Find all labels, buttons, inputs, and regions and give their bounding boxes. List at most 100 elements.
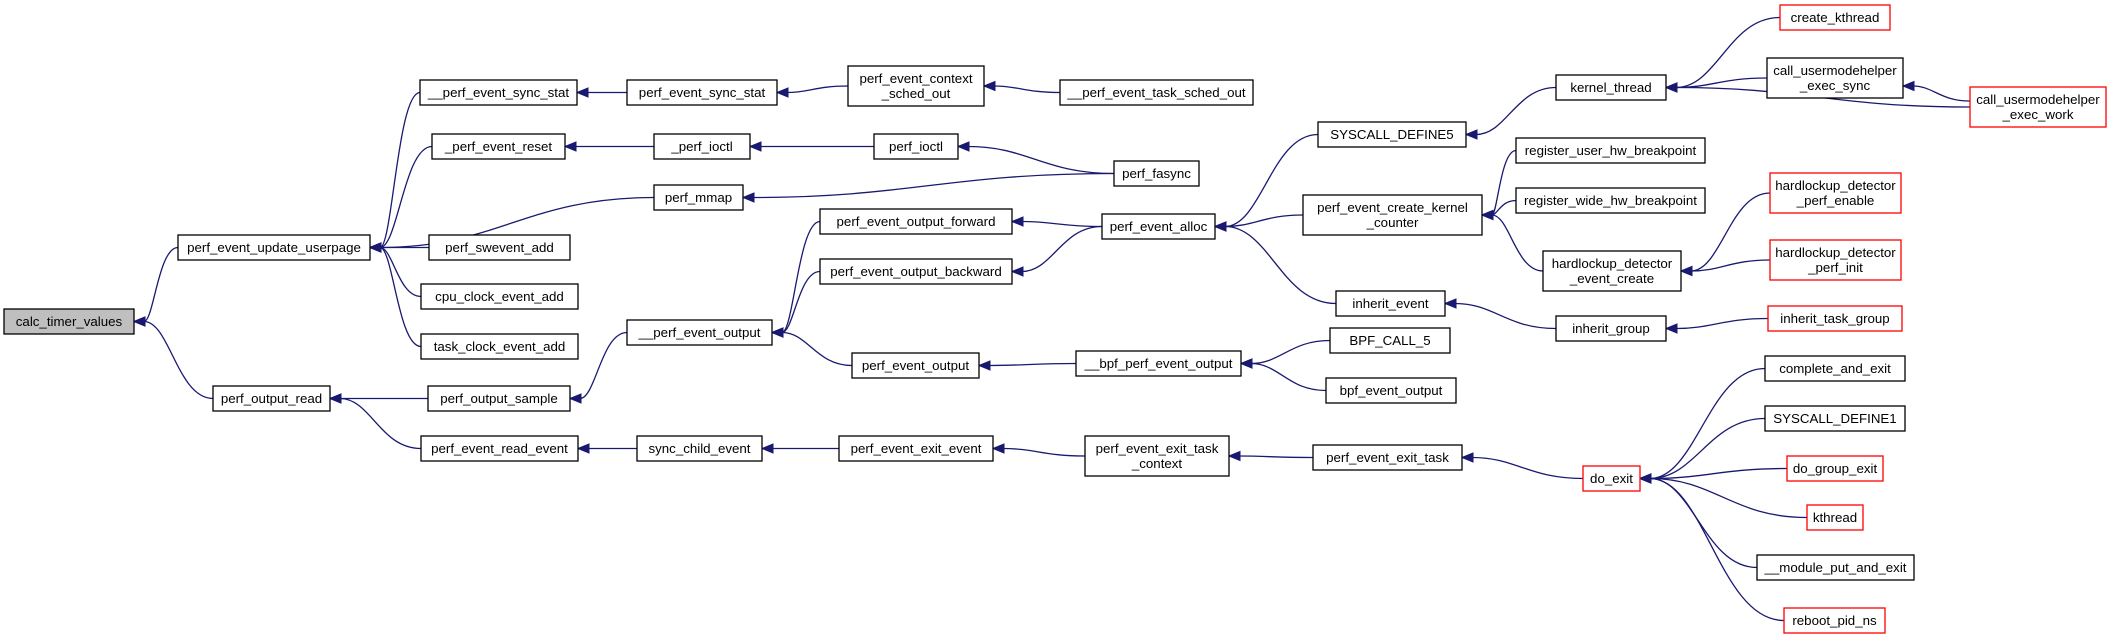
node-box[interactable] (847, 65, 985, 107)
node-perf-event-alloc[interactable]: perf_event_alloc (1101, 213, 1216, 240)
node-register-wide-hw-breakpoint[interactable]: register_wide_hw_breakpoint (1515, 187, 1706, 214)
node-perf-ioctl[interactable]: perf_ioctl (873, 133, 959, 160)
node-perf-event-sync-stat[interactable]: __perf_event_sync_stat (419, 79, 578, 106)
node-perf-event-context-sched-out[interactable]: perf_event_context_sched_out (847, 65, 985, 107)
node-box[interactable] (1084, 435, 1230, 477)
node-perf-event-create-kernel-counter[interactable]: perf_event_create_kernel_counter (1302, 194, 1483, 236)
node-box[interactable] (1515, 187, 1706, 214)
node-box[interactable] (1059, 79, 1254, 106)
node-box[interactable] (1756, 554, 1915, 581)
node-perf-event-reset[interactable]: _perf_event_reset (431, 133, 566, 160)
node-box[interactable] (851, 352, 980, 379)
node-perf-event-sync-stat[interactable]: perf_event_sync_stat (626, 79, 778, 106)
node-create-kthread[interactable]: create_kthread (1779, 4, 1891, 31)
node-perf-mmap[interactable]: perf_mmap (653, 184, 744, 211)
node-box[interactable] (1806, 504, 1864, 531)
node-box[interactable] (1113, 160, 1200, 187)
node-box[interactable] (1317, 121, 1467, 148)
node-box[interactable] (1325, 377, 1457, 404)
node-box[interactable] (1329, 327, 1451, 354)
node-box[interactable] (1555, 74, 1667, 101)
node-box[interactable] (1769, 172, 1902, 214)
node-box[interactable] (626, 79, 778, 106)
node-reboot-pid-ns[interactable]: reboot_pid_ns (1783, 607, 1886, 634)
node-box[interactable] (431, 133, 566, 160)
node-box[interactable] (1786, 455, 1884, 482)
node-complete-and-exit[interactable]: complete_and_exit (1764, 355, 1906, 382)
node-do-group-exit[interactable]: do_group_exit (1786, 455, 1884, 482)
node-perf-event-output-backward[interactable]: perf_event_output_backward (819, 258, 1013, 285)
node-box[interactable] (1302, 194, 1483, 236)
node-box[interactable] (1769, 239, 1902, 281)
node-box[interactable] (1783, 607, 1886, 634)
node-sync-child-event[interactable]: sync_child_event (636, 435, 763, 462)
node-perf-event-exit-event[interactable]: perf_event_exit_event (838, 435, 994, 462)
node-box[interactable] (427, 385, 571, 412)
node-box[interactable] (1969, 86, 2107, 128)
node-perf-event-read-event[interactable]: perf_event_read_event (420, 435, 579, 462)
node-hardlockup-detector-perf-enable[interactable]: hardlockup_detector_perf_enable (1769, 172, 1902, 214)
node-box[interactable] (1779, 4, 1891, 31)
node-hardlockup-detector-event-create[interactable]: hardlockup_detector_event_create (1542, 250, 1682, 292)
node-box[interactable] (1767, 305, 1903, 332)
node-box[interactable] (428, 234, 571, 261)
node-perf-event-task-sched-out[interactable]: __perf_event_task_sched_out (1059, 79, 1254, 106)
node-box[interactable] (838, 435, 994, 462)
node-box[interactable] (3, 308, 135, 335)
node-perf-event-exit-task-context[interactable]: perf_event_exit_task_context (1084, 435, 1230, 477)
node-box[interactable] (1101, 213, 1216, 240)
node-box[interactable] (212, 385, 331, 412)
node-box[interactable] (1582, 465, 1641, 492)
node-perf-fasync[interactable]: perf_fasync (1113, 160, 1200, 187)
node-box[interactable] (819, 208, 1013, 235)
node-cpu-clock-event-add[interactable]: cpu_clock_event_add (420, 283, 579, 310)
node-bpf-call-5[interactable]: BPF_CALL_5 (1329, 327, 1451, 354)
node-inherit-event[interactable]: inherit_event (1335, 290, 1446, 317)
node-box[interactable] (1764, 355, 1906, 382)
node-inherit-group[interactable]: inherit_group (1555, 315, 1667, 342)
node-box[interactable] (419, 79, 578, 106)
node-perf-output-read[interactable]: perf_output_read (212, 385, 331, 412)
node-perf-event-output[interactable]: perf_event_output (851, 352, 980, 379)
node-bpf-event-output[interactable]: bpf_event_output (1325, 377, 1457, 404)
node-box[interactable] (1335, 290, 1446, 317)
node-box[interactable] (1075, 350, 1242, 377)
node-perf-event-output[interactable]: __perf_event_output (626, 319, 773, 346)
node-inherit-task-group[interactable]: inherit_task_group (1767, 305, 1903, 332)
node-perf-ioctl[interactable]: _perf_ioctl (653, 133, 751, 160)
node-box[interactable] (1542, 250, 1682, 292)
node-box[interactable] (636, 435, 763, 462)
node-box[interactable] (1766, 57, 1904, 99)
node-box[interactable] (653, 133, 751, 160)
node-perf-output-sample[interactable]: perf_output_sample (427, 385, 571, 412)
node-perf-event-exit-task[interactable]: perf_event_exit_task (1312, 444, 1463, 471)
node-box[interactable] (819, 258, 1013, 285)
node-register-user-hw-breakpoint[interactable]: register_user_hw_breakpoint (1515, 137, 1706, 164)
node-box[interactable] (1764, 405, 1906, 432)
node-syscall-define1[interactable]: SYSCALL_DEFINE1 (1764, 405, 1906, 432)
node-perf-event-output-forward[interactable]: perf_event_output_forward (819, 208, 1013, 235)
node-task-clock-event-add[interactable]: task_clock_event_add (420, 333, 579, 360)
node-bpf-perf-event-output[interactable]: __bpf_perf_event_output (1075, 350, 1242, 377)
node-box[interactable] (420, 333, 579, 360)
node-box[interactable] (420, 283, 579, 310)
node-box[interactable] (873, 133, 959, 160)
node-hardlockup-detector-perf-init[interactable]: hardlockup_detector_perf_init (1769, 239, 1902, 281)
node-box[interactable] (1555, 315, 1667, 342)
node-kernel-thread[interactable]: kernel_thread (1555, 74, 1667, 101)
node-box[interactable] (626, 319, 773, 346)
node-box[interactable] (420, 435, 579, 462)
node-module-put-and-exit[interactable]: __module_put_and_exit (1756, 554, 1915, 581)
node-do-exit[interactable]: do_exit (1582, 465, 1641, 492)
node-kthread[interactable]: kthread (1806, 504, 1864, 531)
node-syscall-define5[interactable]: SYSCALL_DEFINE5 (1317, 121, 1467, 148)
node-box[interactable] (1312, 444, 1463, 471)
node-call-usermodehelper-exec-sync[interactable]: call_usermodehelper_exec_sync (1766, 57, 1904, 99)
node-box[interactable] (177, 234, 371, 261)
node-perf-swevent-add[interactable]: perf_swevent_add (428, 234, 571, 261)
node-box[interactable] (653, 184, 744, 211)
node-perf-event-update-userpage[interactable]: perf_event_update_userpage (177, 234, 371, 261)
node-call-usermodehelper-exec-work[interactable]: call_usermodehelper_exec_work (1969, 86, 2107, 128)
node-box[interactable] (1515, 137, 1706, 164)
node-calc-timer-values[interactable]: calc_timer_values (3, 308, 135, 335)
